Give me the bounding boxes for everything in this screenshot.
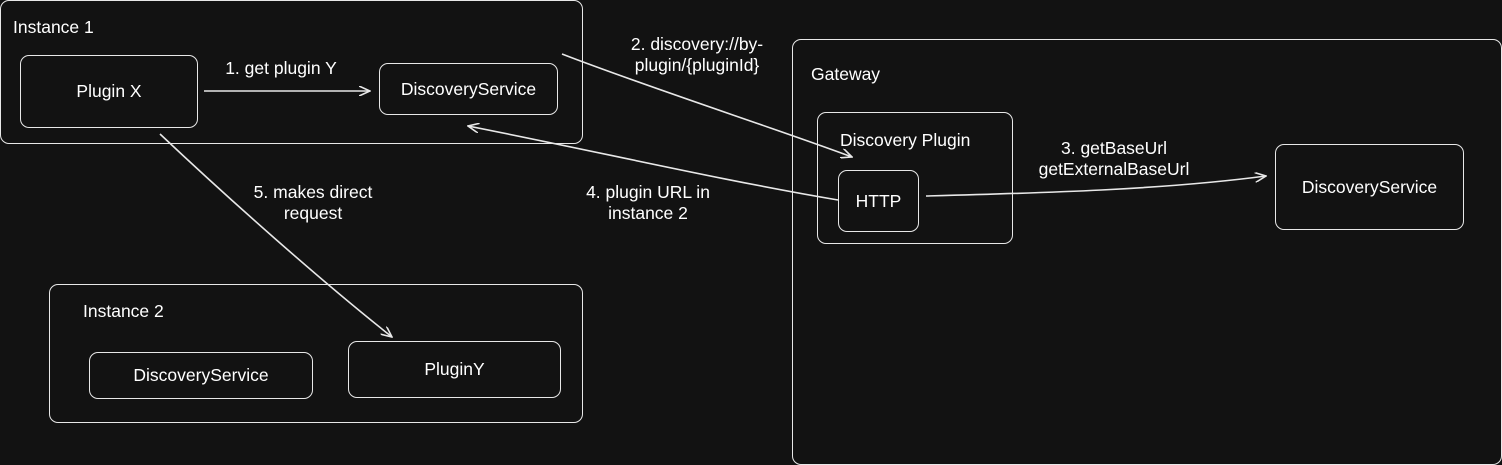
discovery-service-gateway-node: DiscoveryService — [1275, 144, 1464, 230]
gateway-title: Gateway — [811, 64, 881, 84]
edge-label-step-2: 2. discovery://by- plugin/{pluginId} — [630, 34, 764, 75]
plugin-y-node: PluginY — [348, 341, 561, 398]
edge-label-step-5: 5. makes direct request — [253, 182, 373, 223]
arrow-get-base-url — [925, 176, 1266, 197]
discovery-service-instance-1-node: DiscoveryService — [379, 63, 558, 115]
discovery-plugin-title: Discovery Plugin — [840, 130, 971, 150]
http-node: HTTP — [838, 170, 919, 232]
edge-label-step-4: 4. plugin URL in instance 2 — [586, 182, 710, 223]
edge-label-step-3: 3. getBaseUrl getExternalBaseUrl — [1038, 138, 1190, 179]
arrow-direct-request — [159, 133, 392, 337]
instance-2-title: Instance 2 — [83, 301, 164, 321]
arrow-discovery-by-plugin — [561, 53, 852, 157]
instance-1-title: Instance 1 — [13, 17, 94, 37]
instance-2-group — [49, 284, 583, 423]
arrow-plugin-url — [468, 126, 839, 201]
discovery-service-instance-2-node: DiscoveryService — [89, 352, 313, 399]
gateway-group — [792, 39, 1502, 465]
instance-1-group — [0, 0, 583, 144]
edge-label-step-1: 1. get plugin Y — [225, 58, 337, 78]
plugin-x-node: Plugin X — [20, 55, 198, 128]
discovery-plugin-group — [817, 112, 1013, 244]
